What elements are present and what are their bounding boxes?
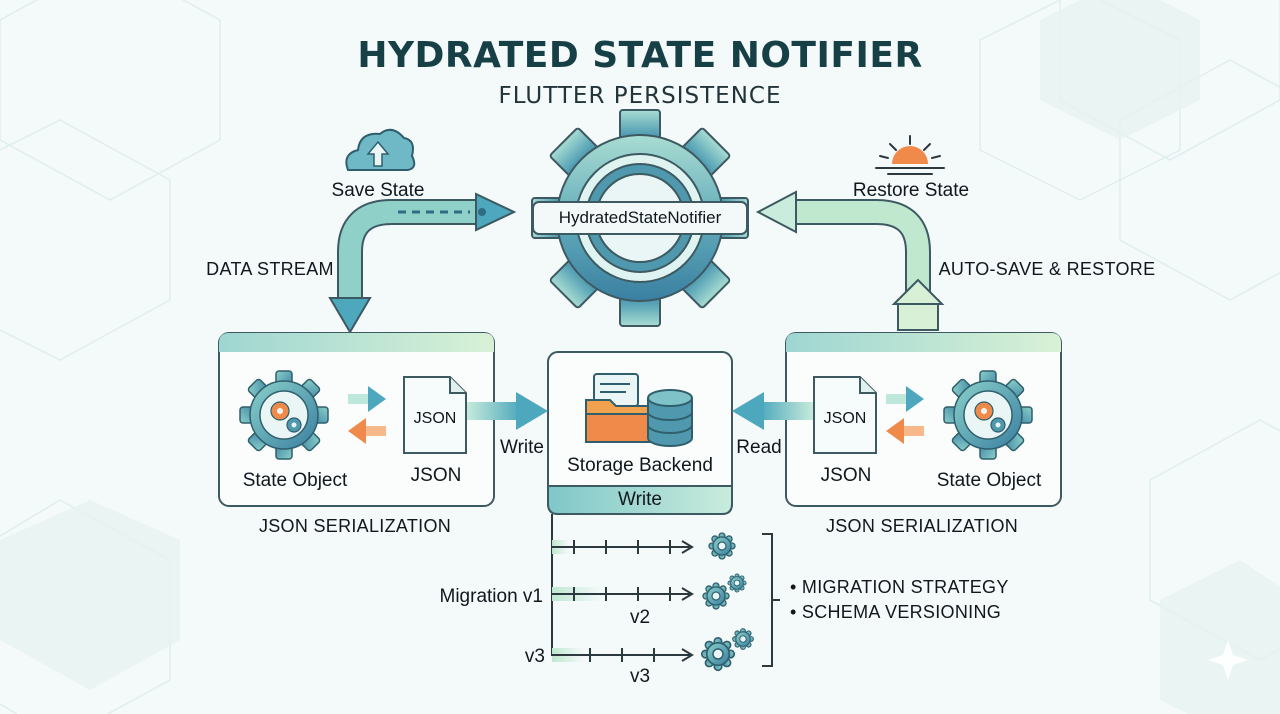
right-panel-caption: JSON SERIALIZATION xyxy=(825,516,1019,536)
restore-state-label: Restore State xyxy=(852,180,970,201)
left-json-caption: JSON xyxy=(410,465,462,486)
left-state-object-icon xyxy=(239,370,329,460)
migration-gear-icon-3b xyxy=(732,628,754,650)
bullet-text: SCHEMA VERSIONING xyxy=(801,602,1002,622)
restore-flow-arrow xyxy=(755,190,945,331)
migration-bullet-2: • SCHEMA VERSIONING xyxy=(790,603,1001,621)
write-arrow-label: Write xyxy=(500,437,544,458)
right-to-state-arrow xyxy=(886,386,924,412)
diagram-subtitle: FLUTTER PERSISTENCE xyxy=(498,83,782,109)
right-state-object-icon xyxy=(943,370,1033,460)
migration-v3-lower-label: v3 xyxy=(629,666,651,687)
left-from-json-arrow xyxy=(348,418,386,444)
migration-gear-icon-2b xyxy=(727,573,747,593)
storage-backend-label: Storage Backend xyxy=(567,455,713,476)
left-panel-caption: JSON SERIALIZATION xyxy=(258,516,452,536)
migration-v3-label: v3 xyxy=(524,646,545,667)
hydrated-state-notifier-node: HydratedStateNotifier xyxy=(532,201,748,235)
write-arrow xyxy=(466,392,548,430)
read-arrow-label: Read xyxy=(736,437,782,458)
migration-bullet-1: • MIGRATION STRATEGY xyxy=(790,578,1009,596)
migration-timeline xyxy=(551,514,780,667)
right-json-file-label: JSON xyxy=(823,410,867,427)
sparkle-icon xyxy=(1208,640,1248,680)
migration-v2-label: v2 xyxy=(629,607,651,628)
cloud-upload-icon xyxy=(345,128,416,171)
migration-gear-icon-1 xyxy=(708,532,736,560)
migration-v1-label: Migration v1 xyxy=(439,586,544,607)
left-json-file-icon xyxy=(403,376,467,454)
right-json-file-icon xyxy=(813,376,877,454)
bullet-dot: • xyxy=(790,602,802,622)
bullet-text: MIGRATION STRATEGY xyxy=(801,577,1009,597)
bullet-dot: • xyxy=(790,577,802,597)
storage-footer-label: Write xyxy=(618,489,662,510)
migration-gear-icon-2 xyxy=(702,582,730,610)
right-json-caption: JSON xyxy=(820,465,872,486)
migration-gear-icon-3 xyxy=(700,636,736,672)
auto-save-restore-label: AUTO-SAVE & RESTORE xyxy=(938,259,1156,279)
right-from-state-arrow xyxy=(886,418,924,444)
folder-database-icon xyxy=(585,373,693,447)
left-state-object-label: State Object xyxy=(242,470,348,491)
right-state-object-label: State Object xyxy=(936,470,1042,491)
data-stream-label: DATA STREAM xyxy=(206,259,334,279)
save-flow-arrow xyxy=(328,192,517,334)
save-state-label: Save State xyxy=(331,180,425,201)
sunrise-icon xyxy=(875,135,945,175)
read-arrow xyxy=(732,392,814,430)
left-to-json-arrow xyxy=(348,386,386,412)
diagram-title: HYDRATED STATE NOTIFIER xyxy=(357,35,923,76)
left-json-file-label: JSON xyxy=(413,410,457,427)
